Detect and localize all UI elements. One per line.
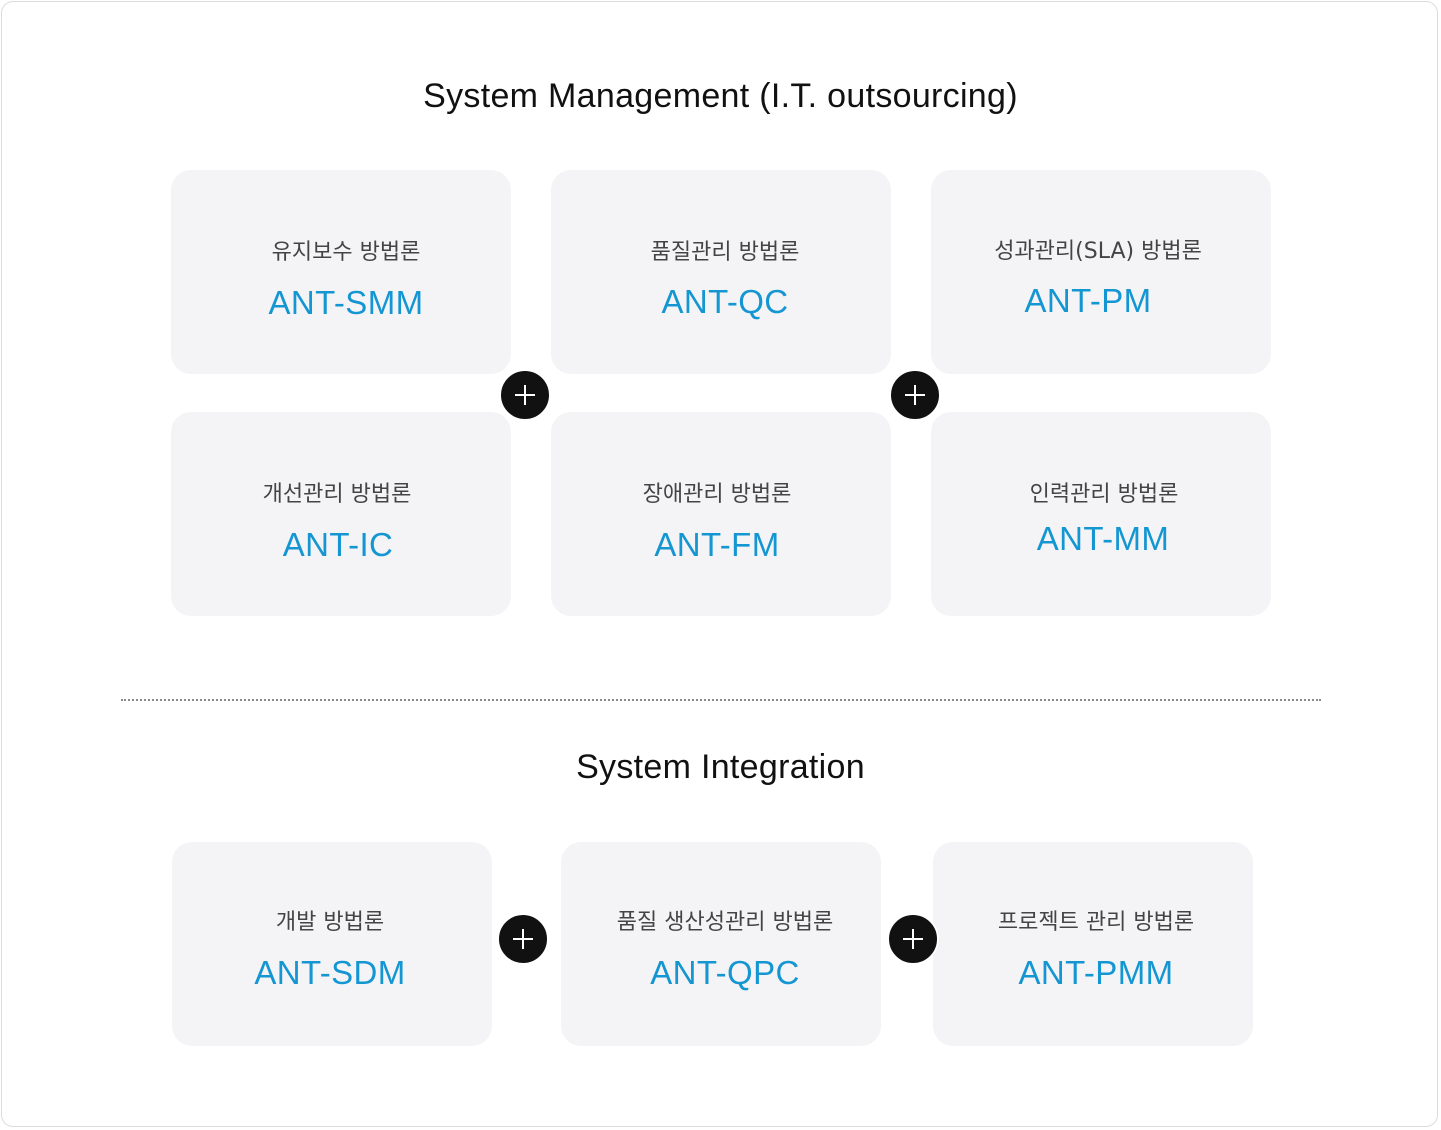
card-label: 프로젝트 관리 방법론 xyxy=(997,910,1195,935)
card-code: ANT-PMM xyxy=(1018,954,1174,991)
methodology-card-pm: 성과관리(SLA) 방법론 ANT-PM xyxy=(931,170,1271,374)
methodology-card-smm: 유지보수 방법론 ANT-SMM xyxy=(171,170,511,374)
card-code: ANT-FM xyxy=(654,526,780,563)
card-label: 품질관리 방법론 xyxy=(650,240,800,265)
plus-icon xyxy=(499,369,551,421)
card-label: 개선관리 방법론 xyxy=(262,482,412,507)
methodology-card-mm: 인력관리 방법론 ANT-MM xyxy=(931,412,1271,616)
methodology-card-sdm: 개발 방법론 ANT-SDM xyxy=(172,842,492,1046)
plus-icon xyxy=(887,913,939,965)
card-code: ANT-SMM xyxy=(268,284,424,321)
card-code: ANT-IC xyxy=(282,526,394,563)
plus-icon xyxy=(889,369,941,421)
system-integration-title: System Integration xyxy=(576,748,865,786)
plus-icon xyxy=(497,913,549,965)
methodology-card-ic: 개선관리 방법론 ANT-IC xyxy=(171,412,511,616)
methodology-card-qpc: 품질 생산성관리 방법론 ANT-QPC xyxy=(561,842,881,1046)
card-code: ANT-MM xyxy=(1036,520,1170,557)
card-label: 개발 방법론 xyxy=(275,910,385,935)
card-code: ANT-SDM xyxy=(254,954,406,991)
section-divider xyxy=(121,699,1321,701)
card-code: ANT-QC xyxy=(661,283,789,320)
card-code: ANT-PM xyxy=(1024,282,1152,319)
card-code: ANT-QPC xyxy=(650,954,800,991)
methodology-card-qc: 품질관리 방법론 ANT-QC xyxy=(551,170,891,374)
methodology-card-fm: 장애관리 방법론 ANT-FM xyxy=(551,412,891,616)
system-management-title: System Management (I.T. outsourcing) xyxy=(423,77,1018,115)
card-label: 장애관리 방법론 xyxy=(642,482,792,507)
card-label: 품질 생산성관리 방법론 xyxy=(616,910,834,935)
card-label: 인력관리 방법론 xyxy=(1029,482,1179,507)
methodology-card-pmm: 프로젝트 관리 방법론 ANT-PMM xyxy=(933,842,1253,1046)
card-label: 성과관리(SLA) 방법론 xyxy=(994,239,1202,264)
card-label: 유지보수 방법론 xyxy=(271,240,421,265)
